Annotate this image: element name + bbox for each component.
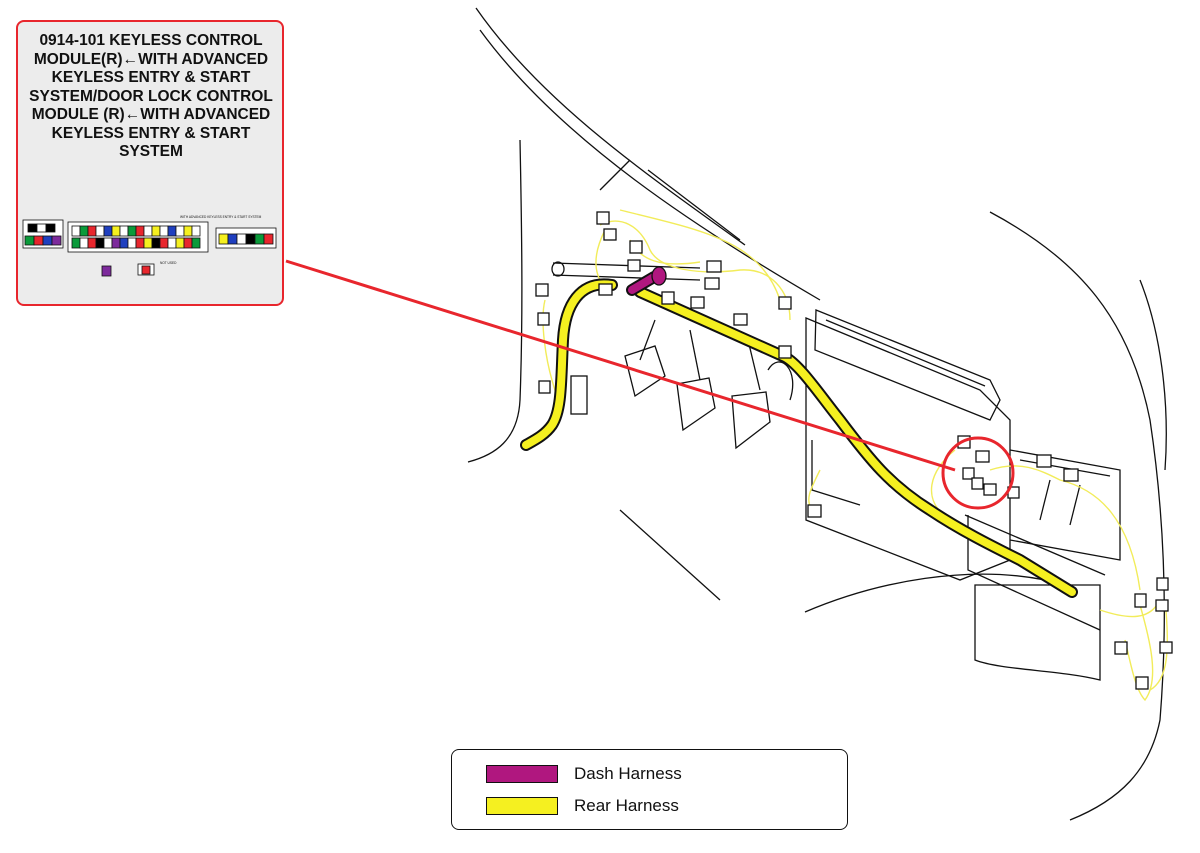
callout-leader-line [285, 259, 956, 472]
connector-location-circle [941, 436, 1015, 510]
rear-harness-swatch [486, 797, 558, 815]
connector-face-left [22, 219, 64, 249]
connector-face-right [215, 227, 277, 249]
legend-label: Dash Harness [574, 764, 682, 783]
connector-note-not-used: NOT USED [160, 261, 177, 265]
harness-legend: Dash Harness Rear Harness [451, 749, 848, 830]
callout-title: 0914-101 KEYLESS CONTROL MODULE(R)←WITH … [29, 32, 273, 160]
vehicle-body-outline [467, 7, 1167, 821]
dash-harness-swatch [486, 765, 558, 783]
thin-wires [524, 209, 1169, 702]
legend-label: Rear Harness [574, 796, 679, 815]
connector-face-middle [67, 221, 209, 277]
legend-item-dash-harness: Dash Harness [486, 763, 682, 785]
connector-note-with: WITH ADVANCED KEYLESS ENTRY & START SYST… [180, 215, 262, 219]
legend-item-rear-harness: Rear Harness [486, 795, 679, 817]
connector-faces: WITH ADVANCED KEYLESS ENTRY & START SYST… [22, 215, 277, 277]
dash-harness [626, 266, 667, 296]
rear-harness [520, 278, 1078, 598]
connector-callout-box: 0914-101 KEYLESS CONTROL MODULE(R)←WITH … [16, 20, 284, 306]
